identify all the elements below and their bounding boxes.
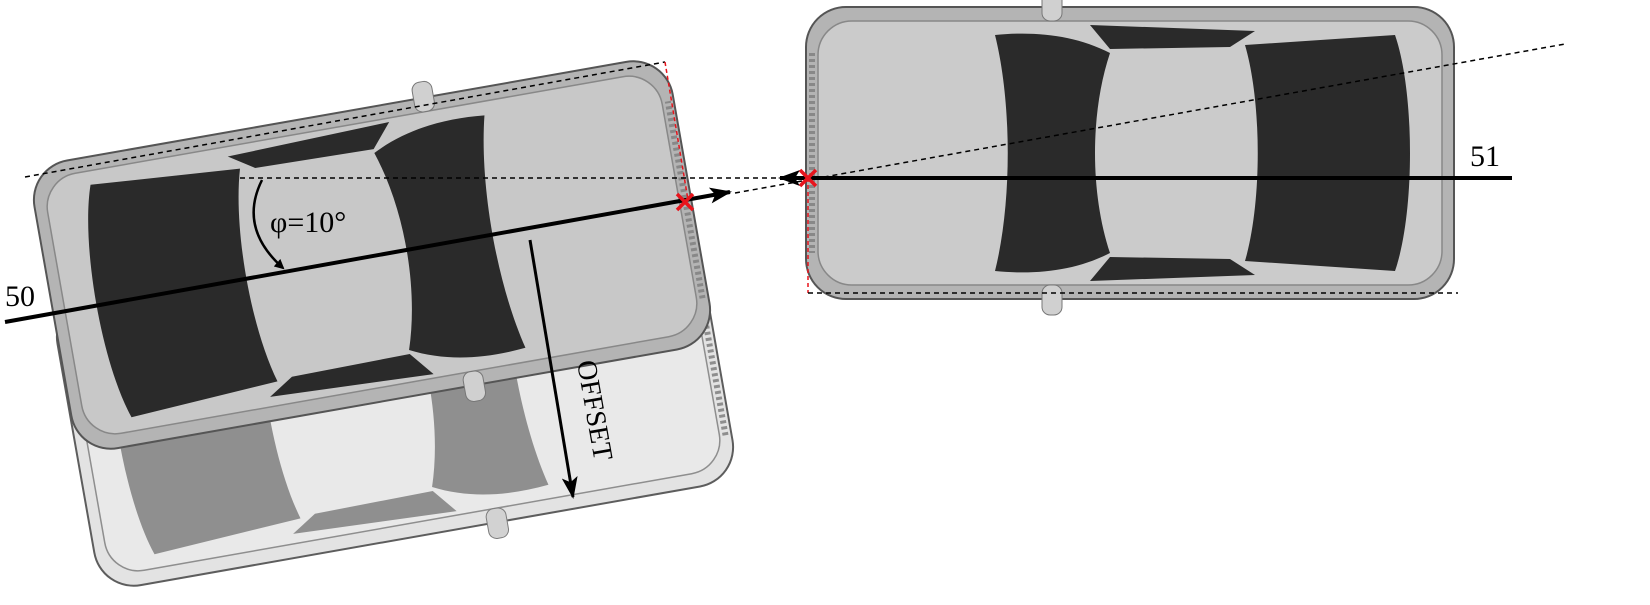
car-50-front-reference-line (664, 61, 689, 201)
car-50-axis-arrow (4, 187, 732, 324)
car-50-axis-extension (734, 43, 1566, 194)
impact-marker-car-51 (798, 168, 818, 188)
car-51 (806, 0, 1454, 315)
car-50-side-reference-line (24, 61, 666, 178)
impact-marker-car-50 (675, 192, 695, 212)
offset-arrow (528, 239, 578, 499)
vehicle-label-51: 51 (1470, 140, 1500, 173)
angle-label: φ=10° (270, 206, 346, 239)
vehicle-label-50: 50 (5, 280, 35, 313)
angle-arc (252, 179, 285, 270)
